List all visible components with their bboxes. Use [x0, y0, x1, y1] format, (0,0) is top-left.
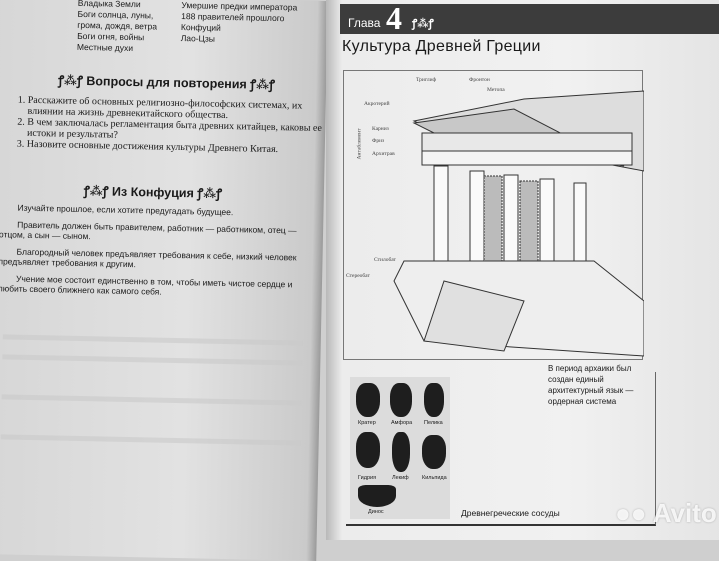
- ornament-icon: ꝭ⁂ꝭ: [83, 183, 109, 199]
- temple-figure: Триглиф Фронтон Метопа Акротерий Карниз …: [343, 70, 645, 360]
- label-entablature: Антаблемент: [356, 128, 363, 160]
- chapter-number: 4: [386, 0, 402, 36]
- label-pediment: Фронтон: [469, 77, 490, 83]
- label-stylobate: Стилобат: [374, 257, 396, 263]
- label-triglyph: Триглиф: [416, 77, 437, 83]
- show-through: [2, 334, 303, 346]
- lekythos-image: [392, 432, 410, 472]
- avito-watermark: ●● Avito: [615, 498, 717, 529]
- quote: Правитель должен быть правителем, работн…: [0, 219, 297, 242]
- chapter-title: Культура Древней Греции: [342, 38, 541, 55]
- vase-label: Гидрия: [358, 475, 377, 481]
- vase-label: Кратер: [358, 420, 376, 426]
- ornament-icon: ꝭ⁂ꝭ: [412, 17, 434, 30]
- heading-text: Вопросы для повторения: [86, 74, 247, 92]
- table-cell: Местные духи: [76, 41, 134, 54]
- kylix-image: [422, 435, 446, 469]
- amphora-image: [390, 383, 412, 417]
- right-page: Глава 4 ꝭ⁂ꝭ Культура Древней Греции Триг…: [326, 0, 719, 540]
- review-heading: ꝭ⁂ꝭ Вопросы для повторения ꝭ⁂ꝭ: [58, 71, 275, 93]
- quote: Изучайте прошлое, если хотите предугадат…: [17, 202, 234, 218]
- vase-label: Динос: [368, 509, 384, 515]
- figure-caption: В период архаики был создан единый архит…: [548, 364, 634, 406]
- vases-box: [346, 372, 656, 526]
- quotes: Изучайте прошлое, если хотите предугадат…: [0, 202, 320, 306]
- watermark-text: Avito: [652, 498, 717, 528]
- chapter-word: Глава: [348, 16, 381, 30]
- vases-figure: Кратер Амфора Пелика Гидрия Лекиф Кильпи…: [350, 377, 450, 519]
- table-col-2: Умершие предки императора 188 правителей…: [180, 0, 298, 57]
- label-cornice: Карниз: [372, 126, 389, 132]
- ornament-icon: ꝭ⁂ꝭ: [58, 72, 84, 88]
- temple-drawing: [393, 90, 645, 357]
- show-through: [2, 354, 303, 366]
- label-acroterion: Акротерий: [364, 101, 390, 107]
- confucius-heading: ꝭ⁂ꝭ Из Конфуция ꝭ⁂ꝭ: [84, 182, 222, 202]
- avito-logo-icon: ●●: [615, 498, 647, 528]
- krater-image: [356, 383, 380, 417]
- table-cell: Лао-Цзы: [180, 33, 216, 44]
- table-col-1: Владыка Земли Боги солнца, луны, грома, …: [77, 0, 158, 54]
- question-list: Расскажите об основных религиозно-филосо…: [11, 94, 332, 156]
- vase-label: Пелика: [424, 420, 443, 426]
- quote: Учение мое состоит единственно в том, чт…: [0, 273, 293, 297]
- heading-text: Из Конфуция: [111, 184, 195, 201]
- ornament-icon: ꝭ⁂ꝭ: [197, 185, 223, 201]
- label-architrave: Архитрав: [372, 151, 395, 157]
- label-metope: Метопа: [487, 87, 505, 93]
- vase-label: Амфора: [391, 420, 413, 426]
- vases-caption: Древнегреческие сосуды: [461, 508, 560, 518]
- vase-label: Кильпида: [422, 475, 447, 481]
- show-through: [1, 394, 302, 406]
- pelike-image: [424, 383, 444, 417]
- deity-table: Владыка Земли Боги солнца, луны, грома, …: [77, 0, 298, 57]
- label-stereobate: Стереобат: [346, 273, 370, 279]
- label-frieze: Фриз: [372, 138, 385, 144]
- ornament-icon: ꝭ⁂ꝭ: [250, 76, 276, 92]
- quote: Благородный человек предъявляет требован…: [0, 246, 297, 270]
- chapter-banner: Глава 4 ꝭ⁂ꝭ: [340, 0, 719, 36]
- hydria-image: [356, 432, 380, 468]
- show-through: [0, 434, 301, 446]
- dinos-image: [358, 485, 396, 507]
- vase-label: Лекиф: [392, 475, 409, 481]
- left-page: Владыка Земли Боги солнца, луны, грома, …: [0, 0, 328, 561]
